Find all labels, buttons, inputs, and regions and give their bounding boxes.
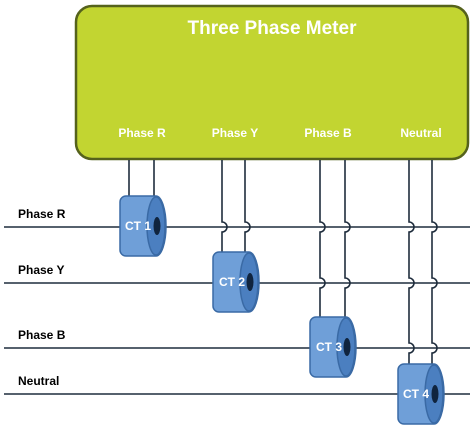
ct3-wire-right [344,160,351,319]
meter-terminal-neutral: Neutral [400,126,441,140]
ct2-wire-right [244,160,251,254]
ct-1-hole [153,217,161,235]
ct-wires [128,160,438,366]
label-phase-y: Phase Y [18,263,64,277]
ct-4-hole [431,385,439,403]
ct-3: CT 3 [309,316,357,378]
meter-title: Three Phase Meter [188,18,358,39]
ct4-wire-right [431,160,438,366]
ct2-wire-left [221,160,228,254]
ct-3-hole [343,338,351,356]
ct-1: CT 1 [119,195,167,257]
three-phase-meter: Three Phase Meter Phase R Phase Y Phase … [74,4,470,161]
ct-2-hole [246,273,254,291]
ct-2: CT 2 [212,251,260,313]
meter-terminal-phase-y: Phase Y [212,126,258,140]
ct-1-label: CT 1 [125,219,151,233]
label-phase-b: Phase B [18,328,66,342]
ct3-wire-left [319,160,326,319]
meter-box [74,4,470,161]
ct-4: CT 4 [397,363,445,425]
label-neutral: Neutral [18,374,59,388]
meter-terminal-phase-b: Phase B [304,126,352,140]
line-labels: Phase R Phase Y Phase B Neutral [18,207,66,388]
label-phase-r: Phase R [18,207,66,221]
ct-3-label: CT 3 [316,340,342,354]
current-transformers: CT 1 CT 2 CT 3 CT 4 [119,195,445,425]
ct4-wire-left [408,160,415,366]
meter-terminal-phase-r: Phase R [118,126,166,140]
ct-4-label: CT 4 [403,387,429,401]
ct-2-label: CT 2 [219,275,245,289]
